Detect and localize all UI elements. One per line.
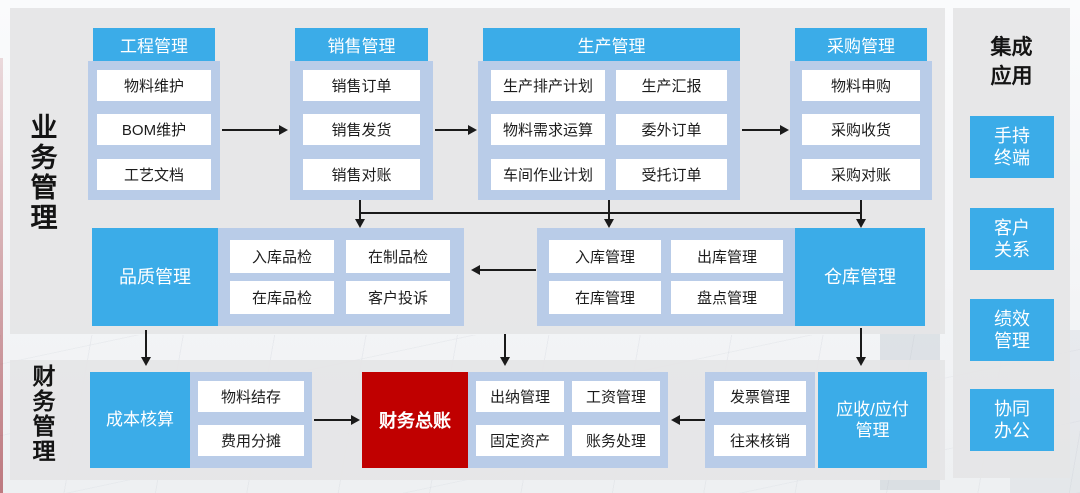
app-collaborative-office: 协同 办公 — [970, 389, 1054, 451]
arrow-production-to-procurement — [742, 125, 789, 135]
connector-production-stub — [608, 200, 610, 213]
arrow-warehouse-to-receivable — [856, 328, 866, 366]
node-stock-management: 在库管理 — [549, 281, 661, 314]
node-incoming-inspection: 入库品检 — [230, 240, 334, 273]
warehouse-title-box: 仓库管理 — [795, 228, 925, 326]
node-outbound-management: 出库管理 — [671, 240, 783, 273]
node-cashier-management: 出纳管理 — [476, 381, 564, 412]
node-process-documents: 工艺文档 — [97, 159, 211, 190]
node-stocktaking-management: 盘点管理 — [671, 281, 783, 314]
node-fixed-assets: 固定资产 — [476, 425, 564, 456]
node-inprocess-inspection: 在制品检 — [346, 240, 450, 273]
node-production-scheduling: 生产排产计划 — [491, 70, 605, 101]
node-purchase-receiving: 采购收货 — [802, 114, 920, 145]
connector-procurement-stub — [860, 200, 862, 213]
general-ledger-box: 财务总账 — [362, 372, 468, 468]
node-sales-order: 销售订单 — [303, 70, 420, 101]
background-photo-edge — [0, 58, 3, 493]
node-outsourcing-order: 委外订单 — [616, 114, 727, 145]
connector-sales-stub — [359, 200, 361, 213]
procurement-header: 采购管理 — [795, 28, 927, 61]
app-customer-relationship: 客户 关系 — [970, 208, 1054, 270]
arrow-quality-to-costing — [141, 330, 151, 366]
engineering-header: 工程管理 — [93, 28, 215, 61]
node-material-balance: 物料结存 — [198, 381, 304, 412]
arrow-bus-to-quality — [355, 212, 365, 228]
arrow-engineering-to-sales — [222, 125, 288, 135]
quality-title-box: 品质管理 — [92, 228, 218, 326]
node-material-maintenance: 物料维护 — [97, 70, 211, 101]
node-shopfloor-plan: 车间作业计划 — [491, 159, 605, 190]
node-sales-reconciliation: 销售对账 — [303, 159, 420, 190]
costing-title-box: 成本核算 — [90, 372, 190, 468]
arrow-warehouse-to-quality — [471, 265, 536, 275]
arrow-to-ledger-group — [500, 334, 510, 366]
node-payroll-management: 工资管理 — [572, 381, 660, 412]
arrow-sales-to-production — [435, 125, 477, 135]
app-handheld-terminal: 手持 终端 — [970, 116, 1054, 178]
node-mrp-calculation: 物料需求运算 — [491, 114, 605, 145]
arrow-bus-to-warehouse-title — [856, 212, 866, 228]
node-expense-allocation: 费用分摊 — [198, 425, 304, 456]
node-sales-delivery: 销售发货 — [303, 114, 420, 145]
arrow-bus-to-warehouse — [604, 212, 614, 228]
node-transaction-writeoff: 往来核销 — [714, 425, 806, 456]
sales-header: 销售管理 — [295, 28, 428, 61]
arrow-costing-to-ledger — [314, 415, 360, 425]
arrow-invoice-to-treasury — [671, 415, 705, 425]
node-customer-complaint: 客户投诉 — [346, 281, 450, 314]
node-invoice-management: 发票管理 — [714, 381, 806, 412]
node-production-report: 生产汇报 — [616, 70, 727, 101]
node-accounting-processing: 账务处理 — [572, 425, 660, 456]
node-consignment-order: 受托订单 — [616, 159, 727, 190]
receivable-payable-box: 应收/应付 管理 — [818, 372, 927, 468]
node-stock-inspection: 在库品检 — [230, 281, 334, 314]
finance-section-label: 财务管理 — [29, 364, 55, 464]
node-inbound-management: 入库管理 — [549, 240, 661, 273]
connector-bus-line — [359, 212, 862, 214]
node-purchase-reconciliation: 采购对账 — [802, 159, 920, 190]
business-section-label: 业务管理 — [26, 113, 57, 233]
node-bom-maintenance: BOM维护 — [97, 114, 211, 145]
production-header: 生产管理 — [483, 28, 740, 61]
node-purchase-request: 物料申购 — [802, 70, 920, 101]
app-performance-management: 绩效 管理 — [970, 299, 1054, 361]
integration-section-label: 集成 应用 — [990, 35, 1033, 88]
